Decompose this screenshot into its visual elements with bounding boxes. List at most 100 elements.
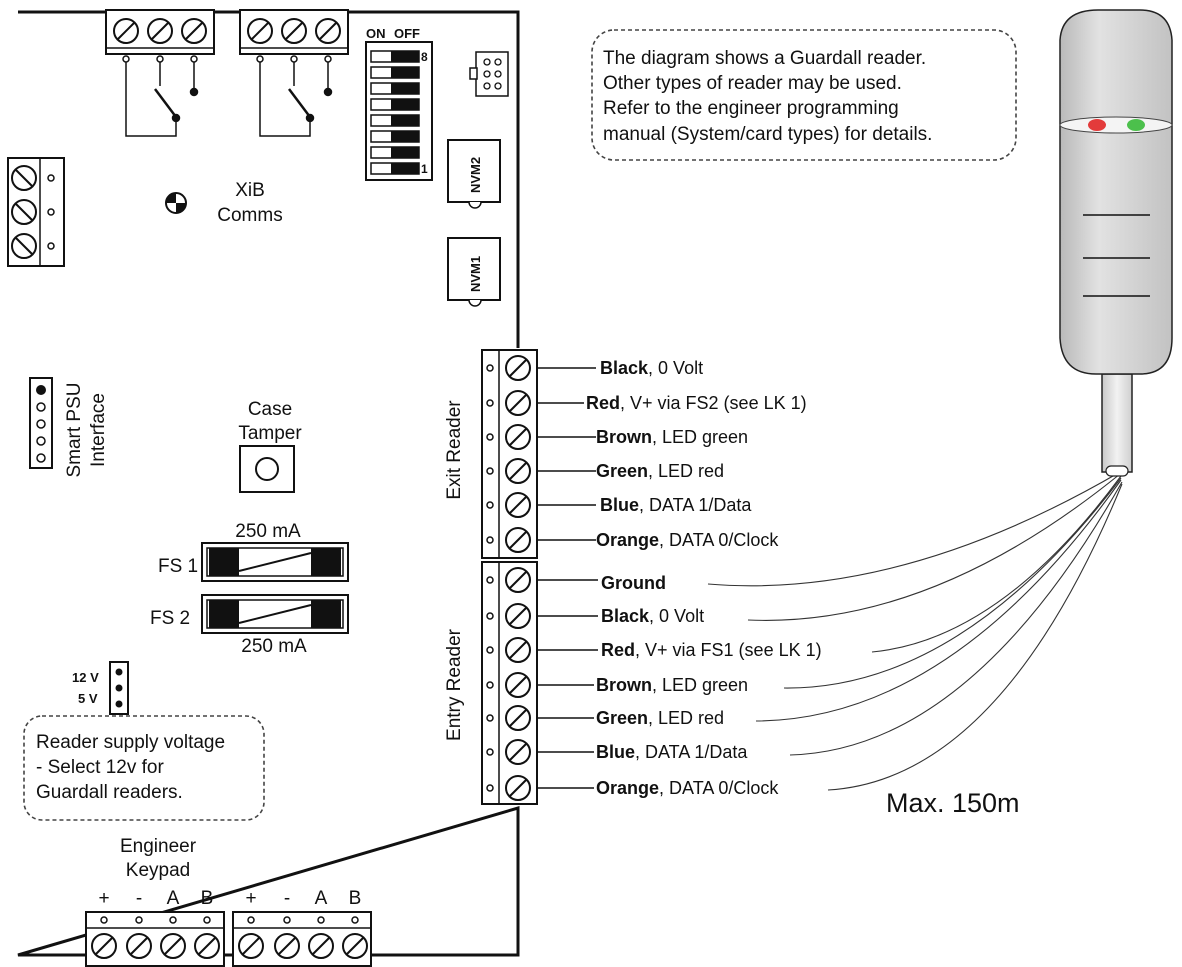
- exit-wire-label: Black, 0 Volt: [600, 358, 703, 378]
- keypad-terminal-label: A: [315, 888, 328, 909]
- dip-switch-levers: [370, 50, 420, 175]
- info-note-line3: Refer to the engineer programming: [603, 98, 899, 119]
- exit-wire-label: Blue, DATA 1/Data: [600, 495, 752, 515]
- supply-note-line3: Guardall readers.: [36, 782, 183, 803]
- screw-icon: [505, 390, 531, 416]
- xib-comms-led-icon: [165, 192, 187, 214]
- screw-icon: [505, 637, 531, 663]
- screw-icon: [505, 492, 531, 518]
- entry-wire-label: Black, 0 Volt: [601, 606, 704, 626]
- screw-icon: [91, 933, 117, 959]
- nvm2-chip: NVM2: [447, 139, 501, 209]
- entry-reader-wire-labels: Ground Black, 0 Volt Red, V+ via FS1 (se…: [596, 573, 822, 798]
- fs1-rating: 250 mA: [235, 521, 301, 542]
- case-label: Case: [248, 399, 292, 420]
- nvm2-label: NVM2: [468, 157, 483, 193]
- screw-icon: [11, 233, 37, 259]
- xib-label: XiB: [235, 180, 265, 201]
- screw-icon: [505, 739, 531, 765]
- info-note-box: [591, 29, 1017, 161]
- exit-reader-terminal-block: [481, 349, 538, 559]
- reader-cable-wires: [707, 471, 1123, 791]
- fs2-rating: 250 mA: [241, 636, 307, 657]
- dip-number-1: 1: [421, 162, 428, 176]
- dip-off-label: OFF: [394, 26, 420, 41]
- entry-wire-label: Green, LED red: [596, 708, 724, 728]
- entry-reader-label: Entry Reader: [444, 628, 465, 741]
- smart-psu-connector: [29, 377, 53, 469]
- keypad-terminal-label: B: [349, 888, 362, 909]
- interface-label: Interface: [88, 393, 109, 467]
- keypad-terminal-label: A: [167, 888, 180, 909]
- supply-note-box: [23, 715, 265, 821]
- exit-reader-label: Exit Reader: [444, 400, 465, 500]
- exit-wire-label: Red, V+ via FS2 (see LK 1): [586, 393, 807, 413]
- screw-icon: [505, 672, 531, 698]
- exit-wire-label: Brown, LED green: [596, 427, 748, 447]
- fuse-fs2: [201, 594, 349, 634]
- info-note-line1: The diagram shows a Guardall reader.: [603, 48, 926, 69]
- entry-wire-label: Ground: [601, 573, 666, 593]
- screw-icon: [194, 933, 220, 959]
- screw-icon: [505, 775, 531, 801]
- screw-icon: [181, 18, 207, 44]
- supply-note-line1: Reader supply voltage: [36, 732, 225, 753]
- entry-wire-label: Red, V+ via FS1 (see LK 1): [601, 640, 822, 660]
- screw-icon: [505, 355, 531, 381]
- smart-psu-label: Smart PSU: [64, 382, 85, 477]
- keypad-terminal-label: B: [201, 888, 214, 909]
- voltage-12v-label: 12 V: [72, 670, 99, 685]
- exit-wire-label: Green, LED red: [596, 461, 724, 481]
- screw-icon: [342, 933, 368, 959]
- tamper-switch: [239, 445, 295, 493]
- comms-label: Comms: [217, 205, 282, 226]
- guardall-reader: [1059, 9, 1173, 477]
- screw-icon: [315, 18, 341, 44]
- max-distance-label: Max. 150m: [886, 788, 1020, 818]
- entry-wire-label: Brown, LED green: [596, 675, 748, 695]
- supply-note-line2: - Select 12v for: [36, 757, 164, 778]
- red-led-icon: [1088, 119, 1106, 131]
- info-note-line2: Other types of reader may be used.: [603, 73, 902, 94]
- keypad-terminal-label: -: [136, 888, 142, 909]
- screw-icon: [505, 527, 531, 553]
- voltage-5v-label: 5 V: [78, 691, 98, 706]
- keypad-terminal-labels: + - A B + - A B: [98, 888, 361, 909]
- relay-switch-2: [259, 62, 333, 137]
- engineer-label: Engineer: [120, 836, 197, 857]
- screw-icon: [147, 18, 173, 44]
- keypad-terminal-block-1: [85, 911, 225, 967]
- entry-reader-wire-lines: [537, 579, 598, 789]
- keypad-terminal-block-2: [232, 911, 372, 967]
- keypad-terminal-label: +: [98, 888, 109, 909]
- entry-reader-terminal-block: [481, 561, 538, 805]
- exit-reader-wire-lines: [537, 367, 596, 541]
- relay-terminal-block-2: [239, 9, 349, 63]
- keypad-terminal-label: -: [284, 888, 290, 909]
- dip-on-label: ON: [366, 26, 386, 41]
- entry-wire-label: Blue, DATA 1/Data: [596, 742, 748, 762]
- info-note-line4: manual (System/card types) for details.: [603, 124, 932, 145]
- screw-icon: [160, 933, 186, 959]
- exit-reader-wire-labels: Black, 0 Volt Red, V+ via FS2 (see LK 1)…: [586, 358, 807, 550]
- relay-terminal-block-1: [105, 9, 215, 63]
- keypad-label: Keypad: [126, 860, 190, 881]
- screw-icon: [505, 705, 531, 731]
- screw-icon: [505, 424, 531, 450]
- screw-icon: [11, 199, 37, 225]
- nvm1-label: NVM1: [468, 256, 483, 292]
- screw-icon: [505, 458, 531, 484]
- fs1-label: FS 1: [158, 556, 198, 577]
- tamper-label: Tamper: [238, 423, 302, 444]
- screw-icon: [274, 933, 300, 959]
- screw-icon: [247, 18, 273, 44]
- screw-icon: [11, 165, 37, 191]
- fs2-label: FS 2: [150, 608, 190, 629]
- screw-icon: [308, 933, 334, 959]
- screw-icon: [238, 933, 264, 959]
- screw-icon: [126, 933, 152, 959]
- dip-number-8: 8: [421, 50, 428, 64]
- relay-switch-1: [125, 62, 199, 137]
- screw-icon: [281, 18, 307, 44]
